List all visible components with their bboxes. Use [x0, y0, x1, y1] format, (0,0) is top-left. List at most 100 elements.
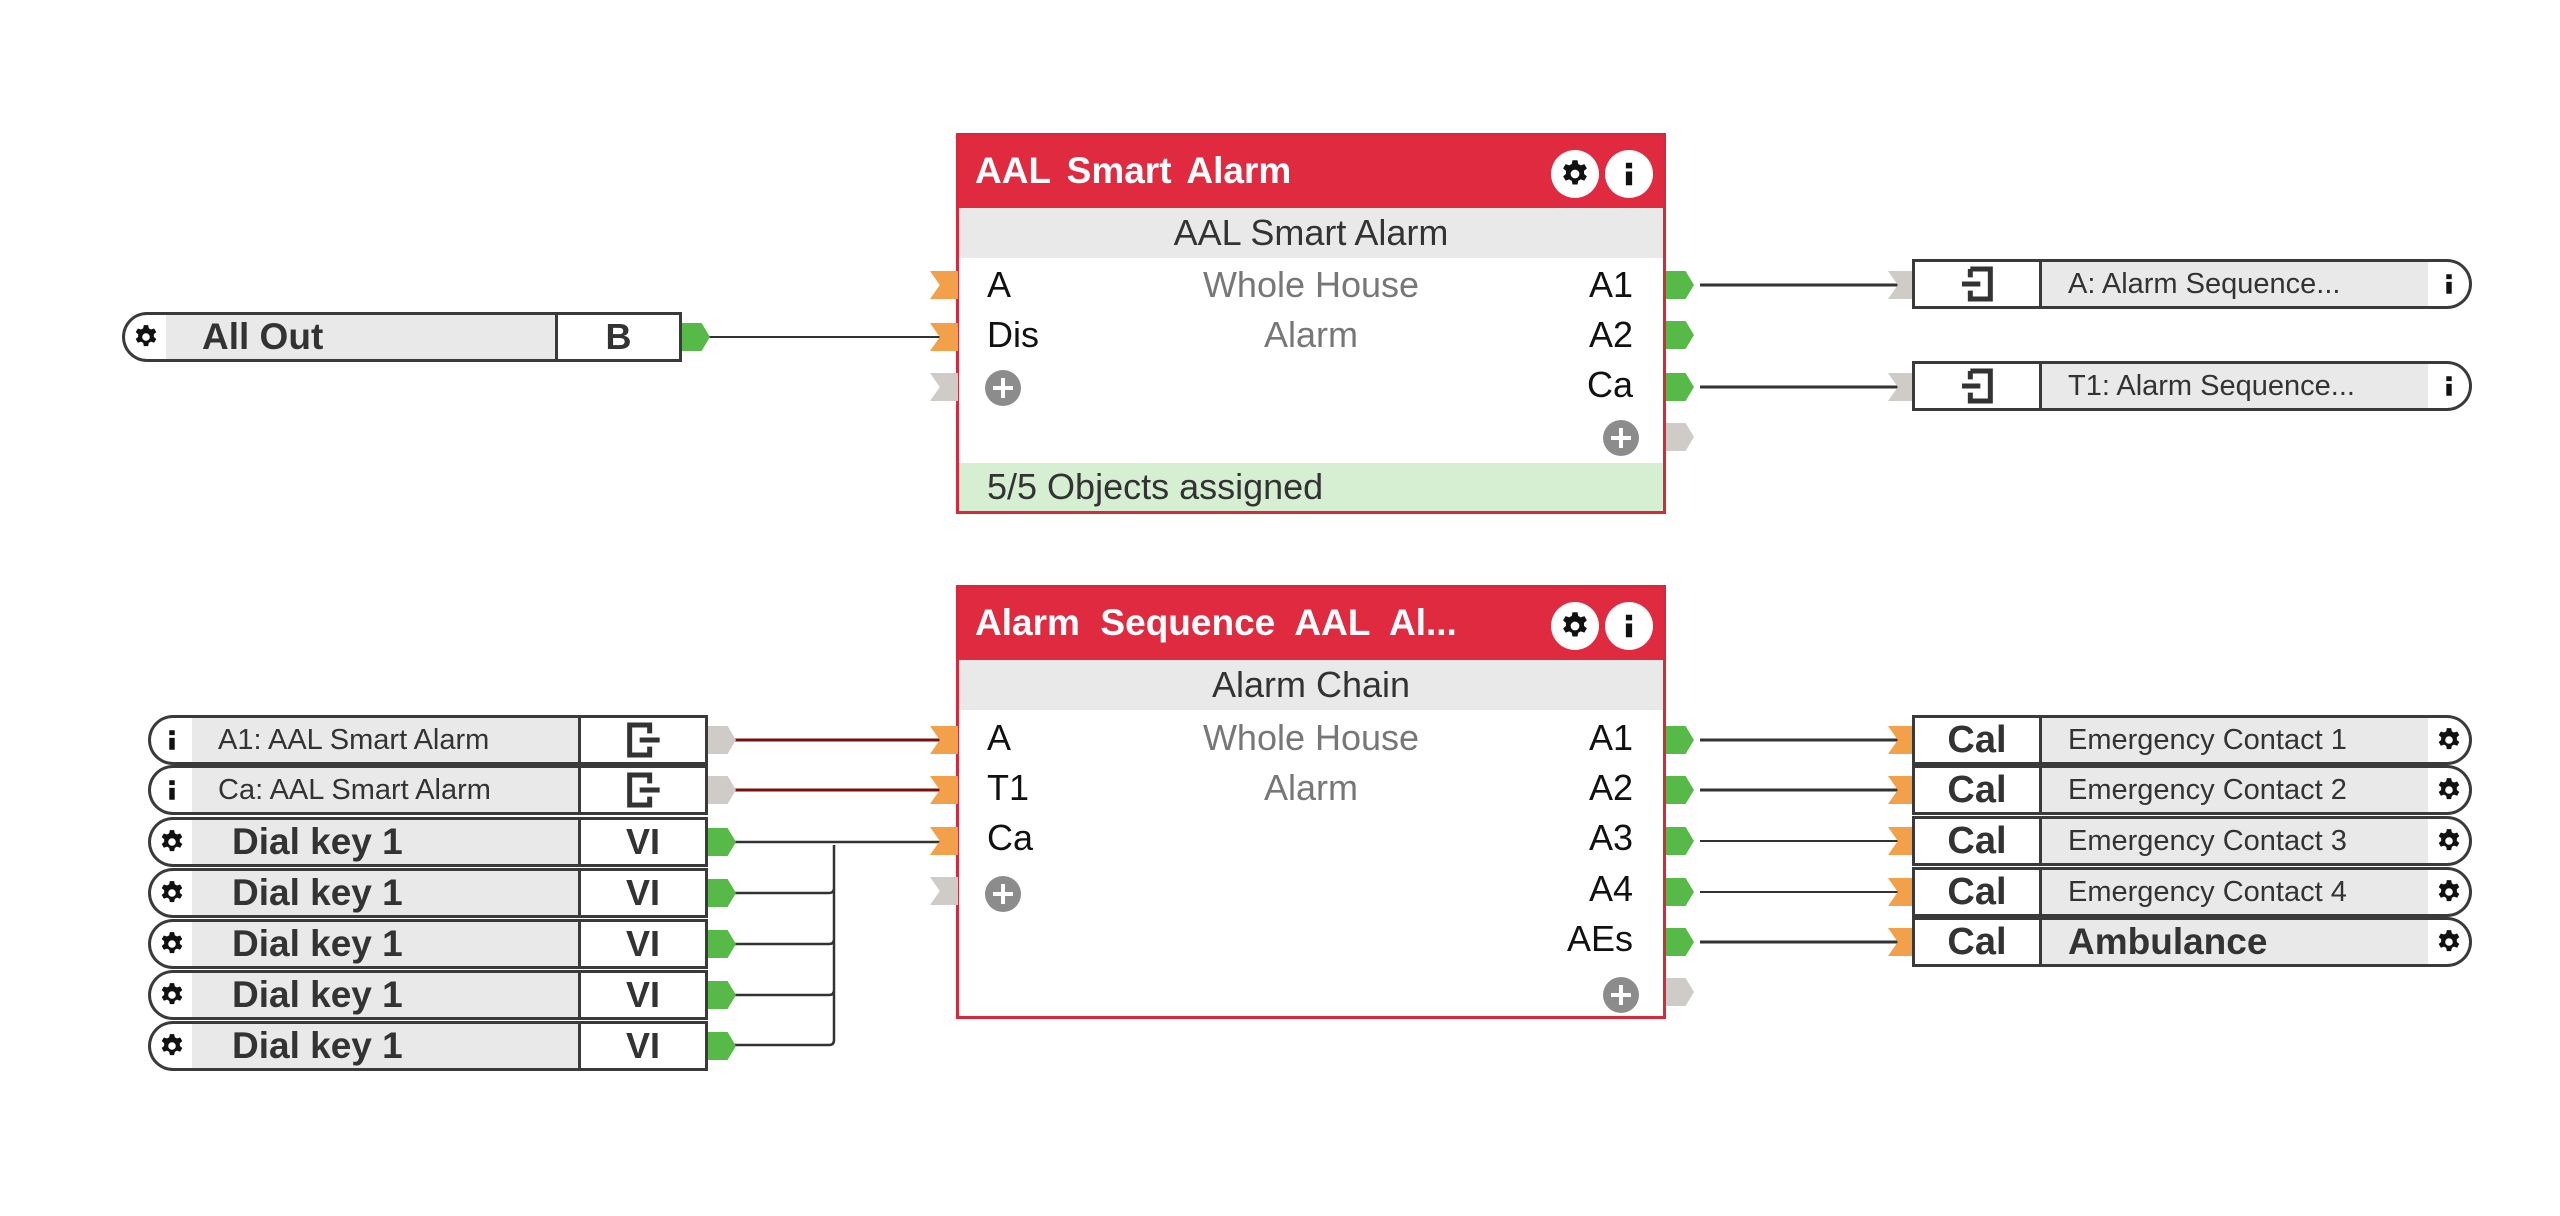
- input-node-dial-key[interactable]: Dial key 1 VI: [148, 1021, 708, 1071]
- info-icon[interactable]: [1605, 602, 1653, 650]
- output-pin-dial-key[interactable]: [708, 930, 736, 958]
- output-pin-a3[interactable]: [1666, 827, 1694, 855]
- output-pin-aes[interactable]: [1666, 928, 1694, 956]
- output-node-emergency-contact-4[interactable]: Cal Emergency Contact 4: [1912, 867, 2472, 917]
- output-pin-a2[interactable]: [1666, 321, 1694, 349]
- input-label-t1: T1: [987, 767, 1030, 808]
- add-input-button[interactable]: [985, 876, 1021, 912]
- node-type: Cal: [1912, 765, 2042, 815]
- wire-dial-keys-bus[interactable]: [730, 840, 940, 1047]
- gear-icon[interactable]: [2428, 765, 2472, 815]
- output-pin-ca[interactable]: [1666, 373, 1694, 401]
- node-type: Cal: [1912, 867, 2042, 917]
- block-center-line-2: Alarm: [1263, 314, 1358, 355]
- output-pin-all-out[interactable]: [682, 323, 710, 351]
- output-label-ca: Ca: [1586, 364, 1633, 405]
- node-name: Dial key 1: [192, 817, 578, 867]
- input-node-ca-aal-smart-alarm[interactable]: Ca: AAL Smart Alarm: [148, 765, 708, 815]
- input-node-dial-key[interactable]: Dial key 1 VI: [148, 919, 708, 969]
- node-name: Dial key 1: [192, 868, 578, 918]
- block-header[interactable]: Alarm Sequence AAL Al...: [959, 588, 1663, 660]
- input-label-ca: Ca: [987, 817, 1034, 858]
- output-pin-dial-key[interactable]: [708, 879, 736, 907]
- output-node-ambulance[interactable]: Cal Ambulance: [1912, 917, 2472, 967]
- output-pin-dial-key[interactable]: [708, 828, 736, 856]
- output-pin-a1-feedback[interactable]: [708, 726, 736, 754]
- export-icon: [1912, 259, 2042, 309]
- output-label-a1: A1: [1588, 717, 1633, 758]
- gear-icon[interactable]: [148, 868, 192, 918]
- block-title: AAL Smart Alarm: [975, 150, 1292, 191]
- node-type: VI: [578, 919, 708, 969]
- gear-icon[interactable]: [2428, 715, 2472, 765]
- input-label-a: A: [987, 264, 1012, 305]
- node-type: VI: [578, 817, 708, 867]
- function-block-aal-smart-alarm[interactable]: AAL Smart Alarm AAL Smart Alarm Whole Ho…: [956, 133, 1666, 514]
- input-pin-empty[interactable]: [930, 373, 958, 401]
- output-pin-empty[interactable]: [1666, 978, 1694, 1006]
- function-block-alarm-sequence[interactable]: Alarm Sequence AAL Al... Alarm Chain Who…: [956, 585, 1666, 1019]
- output-pin-dial-key[interactable]: [708, 981, 736, 1009]
- import-icon: [578, 715, 708, 765]
- output-node-emergency-contact-1[interactable]: Cal Emergency Contact 1: [1912, 715, 2472, 765]
- block-header[interactable]: AAL Smart Alarm: [959, 136, 1663, 208]
- input-pin-a[interactable]: [930, 271, 958, 299]
- gear-icon[interactable]: [148, 817, 192, 867]
- add-input-button[interactable]: [985, 370, 1021, 406]
- gear-icon[interactable]: [148, 919, 192, 969]
- input-node-dial-key[interactable]: Dial key 1 VI: [148, 868, 708, 918]
- output-pin-a1[interactable]: [1666, 271, 1694, 299]
- output-pin-a2[interactable]: [1666, 776, 1694, 804]
- objects-assigned-status: 5/5 Objects assigned: [959, 463, 1663, 511]
- input-pin-dis[interactable]: [930, 323, 958, 351]
- gear-icon[interactable]: [148, 1021, 192, 1071]
- node-type: Cal: [1912, 816, 2042, 866]
- node-type: Cal: [1912, 715, 2042, 765]
- output-label-a2: A2: [1588, 767, 1633, 808]
- output-node-emergency-contact-2[interactable]: Cal Emergency Contact 2: [1912, 765, 2472, 815]
- add-output-button[interactable]: [1603, 420, 1639, 456]
- node-name: Dial key 1: [192, 970, 578, 1020]
- input-node-all-out[interactable]: All Out B: [122, 312, 682, 362]
- node-name: T1: Alarm Sequence...: [2042, 361, 2428, 411]
- input-node-dial-key[interactable]: Dial key 1 VI: [148, 970, 708, 1020]
- output-node-t1-alarm-sequence[interactable]: T1: Alarm Sequence...: [1912, 361, 2472, 411]
- input-pin-a[interactable]: [930, 726, 958, 754]
- output-pin-dial-key[interactable]: [708, 1032, 736, 1060]
- input-node-dial-key[interactable]: Dial key 1 VI: [148, 817, 708, 867]
- info-icon[interactable]: [148, 715, 192, 765]
- input-label-dis: Dis: [987, 314, 1039, 355]
- gear-icon[interactable]: [122, 312, 166, 362]
- output-label-aes: AEs: [1566, 918, 1633, 959]
- node-name: Emergency Contact 1: [2042, 715, 2428, 765]
- output-pin-a1[interactable]: [1666, 726, 1694, 754]
- info-icon[interactable]: [1605, 150, 1653, 198]
- input-pin-ca[interactable]: [930, 827, 958, 855]
- block-center-line-1: Whole House: [1202, 264, 1420, 305]
- block-subtitle: Alarm Chain: [959, 660, 1663, 710]
- output-node-emergency-contact-3[interactable]: Cal Emergency Contact 3: [1912, 816, 2472, 866]
- gear-icon[interactable]: [2428, 867, 2472, 917]
- block-center-line-2: Alarm: [1263, 767, 1358, 808]
- input-node-a1-aal-smart-alarm[interactable]: A1: AAL Smart Alarm: [148, 715, 708, 765]
- gear-icon[interactable]: [2428, 917, 2472, 967]
- gear-icon[interactable]: [148, 970, 192, 1020]
- input-pin-empty[interactable]: [930, 877, 958, 905]
- gear-icon[interactable]: [2428, 816, 2472, 866]
- output-pin-empty[interactable]: [1666, 423, 1694, 451]
- output-pin-a4[interactable]: [1666, 878, 1694, 906]
- info-icon[interactable]: [148, 765, 192, 815]
- info-icon[interactable]: [2428, 361, 2472, 411]
- output-pin-ca-feedback[interactable]: [708, 776, 736, 804]
- info-icon[interactable]: [2428, 259, 2472, 309]
- block-title: Alarm Sequence AAL Al...: [975, 602, 1457, 643]
- output-node-a-alarm-sequence[interactable]: A: Alarm Sequence...: [1912, 259, 2472, 309]
- block-center-line-1: Whole House: [1202, 717, 1420, 758]
- input-pin-t1[interactable]: [930, 776, 958, 804]
- node-name: Emergency Contact 3: [2042, 816, 2428, 866]
- gear-icon[interactable]: [1551, 150, 1599, 198]
- output-label-a2: A2: [1588, 314, 1633, 355]
- node-type: VI: [578, 970, 708, 1020]
- add-output-button[interactable]: [1603, 977, 1639, 1013]
- gear-icon[interactable]: [1551, 602, 1599, 650]
